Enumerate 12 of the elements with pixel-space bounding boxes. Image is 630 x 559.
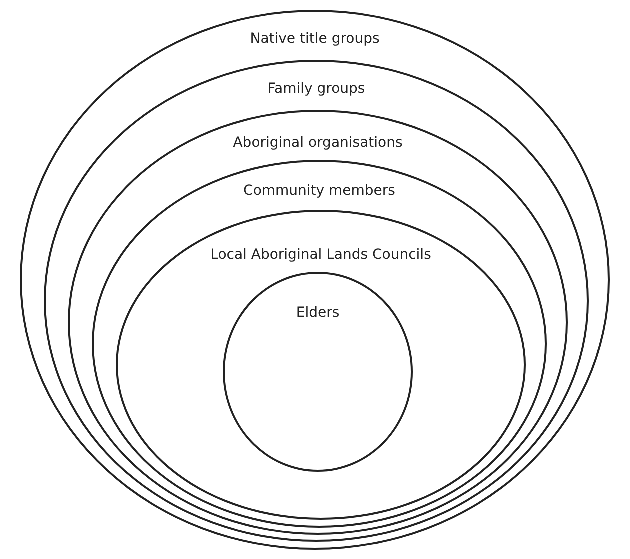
- contour-ring: [20, 10, 610, 550]
- contour-ring: [68, 110, 568, 535]
- contour-ring: [44, 60, 589, 542]
- ring-label: Community members: [244, 182, 396, 200]
- contour-ring: [223, 272, 413, 472]
- ring-label: Aboriginal organisations: [233, 134, 403, 152]
- ring-label: Family groups: [268, 80, 366, 98]
- ring-label: Local Aboriginal Lands Councils: [210, 246, 432, 264]
- contour-ring: [116, 210, 526, 520]
- ring-label: Native title groups: [250, 30, 380, 48]
- contour-ring: [92, 160, 547, 528]
- ring-label: Elders: [296, 304, 340, 322]
